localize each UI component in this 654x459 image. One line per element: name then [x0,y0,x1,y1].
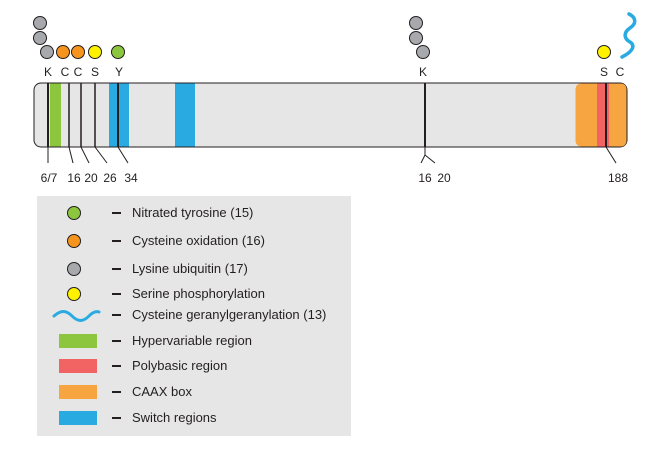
top-label: Y [115,65,123,79]
phosphorylation-marker [597,45,611,59]
bottom-label: 16 [418,171,432,185]
oxidation-marker [56,45,70,59]
legend-label: CAAX box [132,384,192,399]
legend-item-serine-phosphorylation: Serine phosphorylation [37,283,351,305]
bottom-label: 6/7 [41,171,58,185]
tick-188 [605,146,617,164]
gray-circle-icon [67,262,81,276]
legend-dash [112,293,121,295]
legend-dash [112,365,121,367]
top-label: K [44,65,52,79]
legend-dash [112,240,121,242]
legend-item-caax-box: CAAX box [37,381,351,403]
legend-item-nitrated-tyrosine: Nitrated tyrosine (15) [37,202,351,224]
bottom-label: 26 [103,171,117,185]
legend-label: Lysine ubiquitin (17) [132,261,248,276]
legend-label: Polybasic region [132,358,228,373]
legend-dash [112,212,121,214]
bottom-label: 34 [124,171,138,185]
tick-26 [94,146,108,164]
legend-item-hypervariable-region: Hypervariable region [37,330,351,352]
orange-swatch-icon [59,385,97,399]
top-label: S [600,65,608,79]
nitration-marker [111,45,125,59]
legend-dash [112,268,121,270]
tick-16-mid-left [420,154,426,164]
orange-circle-icon [67,234,81,248]
top-label: C [61,65,70,79]
tick-34 [117,146,129,164]
red-swatch-icon [59,359,97,373]
top-label: C [74,65,83,79]
tick-20-mid-right [424,154,436,164]
legend-dash [112,314,121,316]
legend-label: Serine phosphorylation [132,286,265,301]
bottom-label: 20 [437,171,451,185]
legend-item-cysteine-oxidation: Cysteine oxidation (16) [37,230,351,252]
bottom-label: 188 [608,171,628,185]
ubiquitin-marker [40,45,54,59]
legend-item-switch-regions: Switch regions [37,407,351,429]
green-swatch-icon [59,334,97,348]
top-label: C [616,65,625,79]
legend-label: Hypervariable region [132,333,252,348]
blue-swatch-icon [59,411,97,425]
hypervariable-region-block [50,83,61,147]
legend-item-lysine-ubiquitin: Lysine ubiquitin (17) [37,258,351,280]
top-label: S [91,65,99,79]
legend-label: Cysteine geranylgeranylation (13) [132,307,327,322]
geranylgeranylation-wave [620,12,637,59]
oxidation-marker [71,45,85,59]
legend-dash [112,391,121,393]
legend-item-cysteine-geranylgeranylation: Cysteine geranylgeranylation (13) [37,304,351,326]
bottom-label: 20 [84,171,98,185]
green-circle-icon [67,206,81,220]
legend-label: Nitrated tyrosine (15) [132,205,254,220]
legend-item-polybasic-region: Polybasic region [37,355,351,377]
legend-label: Switch regions [132,410,217,425]
yellow-circle-icon [67,287,81,301]
ubiquitin-marker [409,16,423,30]
bottom-label: 16 [67,171,81,185]
top-label: K [419,65,427,79]
blue-wave-icon [52,310,101,322]
ubiquitin-marker [33,31,47,45]
ubiquitin-marker [409,31,423,45]
tick-20 [80,146,90,164]
legend: Nitrated tyrosine (15) Cysteine oxidatio… [37,196,351,436]
ubiquitin-marker [33,16,47,30]
legend-dash [112,340,121,342]
tick-16 [68,146,74,164]
legend-label: Cysteine oxidation (16) [132,233,265,248]
polybasic-region-block [597,83,609,147]
phosphorylation-marker [88,45,102,59]
protein-domain-diagram: K C C S Y K S C 6/7 16 20 26 34 16 20 18… [33,12,637,185]
ubiquitin-marker [416,45,430,59]
legend-dash [112,417,121,419]
switch-region-block-2 [175,83,195,147]
